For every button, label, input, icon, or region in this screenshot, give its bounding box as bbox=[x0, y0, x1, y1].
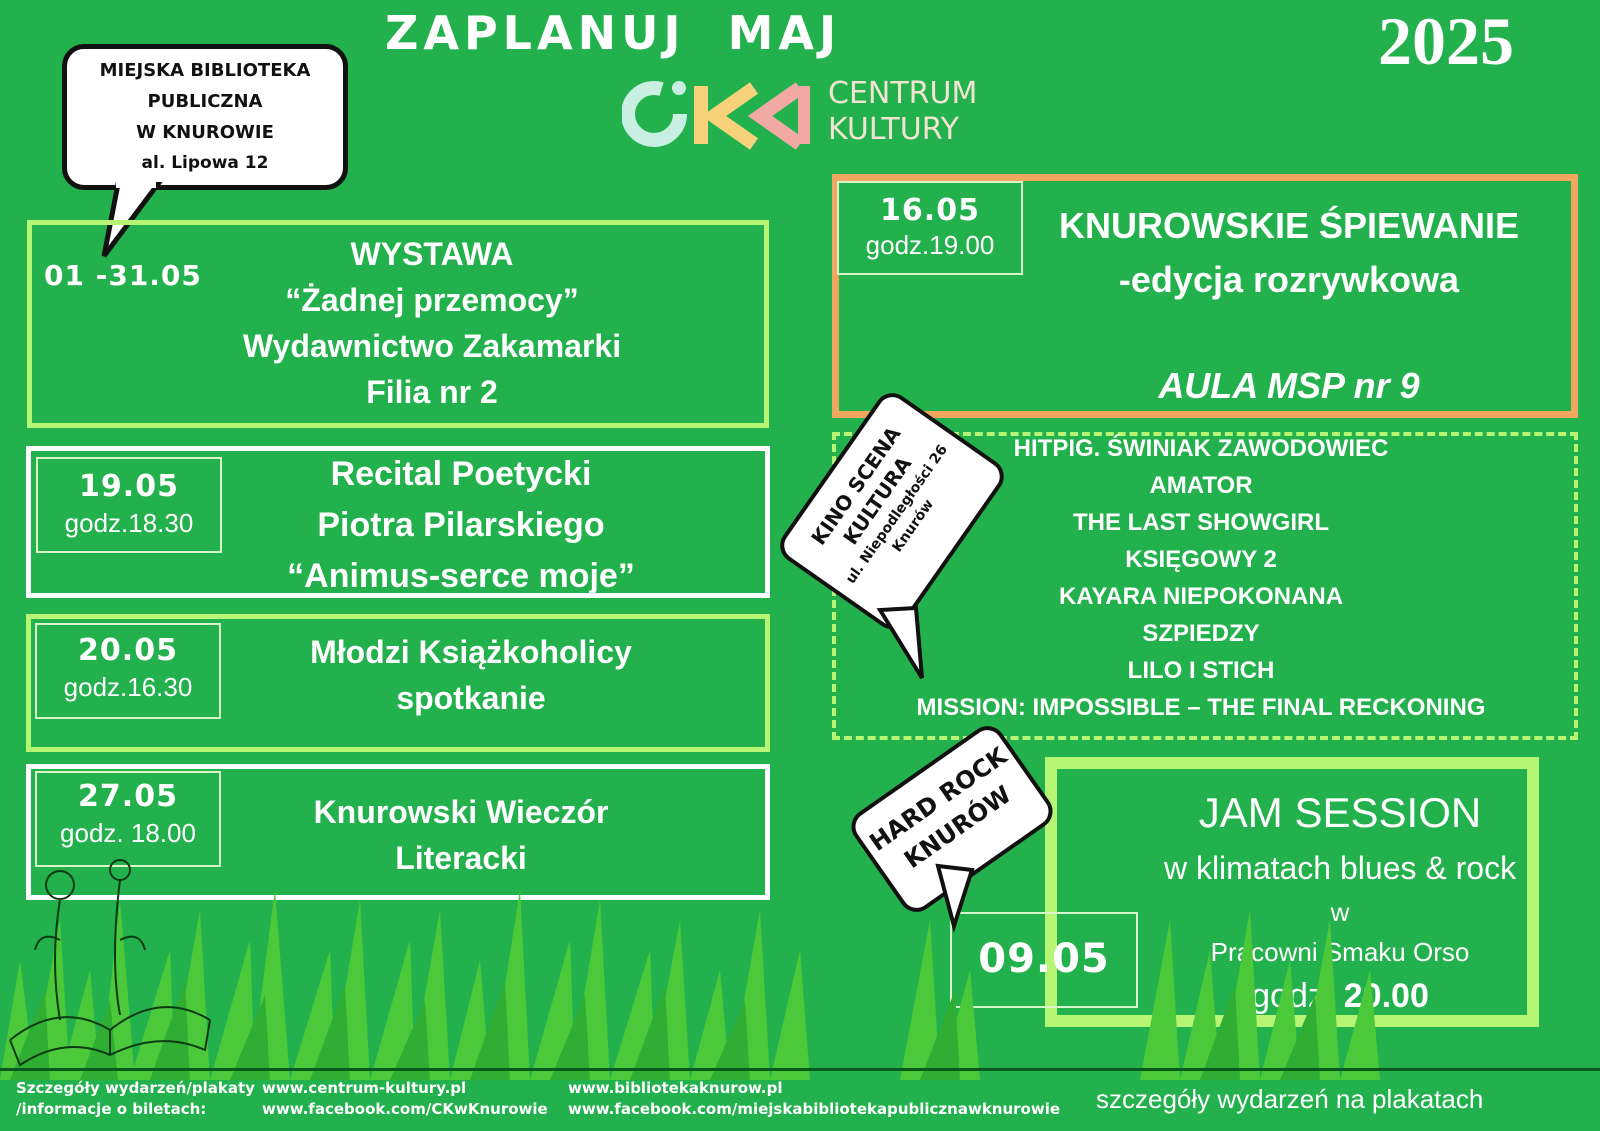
event-subtitle: -edycja rozrywkowa bbox=[1118, 259, 1460, 300]
event-place: AULA MSP nr 9 bbox=[1158, 365, 1420, 406]
film-title: THE LAST SHOWGIRL bbox=[1073, 509, 1329, 536]
ck-logo bbox=[622, 81, 810, 150]
event-description: Knurowski Wieczór Literacki bbox=[221, 789, 701, 881]
event-line: Młodzi Książkoholicy bbox=[310, 634, 632, 670]
event-description: Recital Poetycki Piotra Pilarskiego “Ani… bbox=[221, 449, 701, 602]
event-time: godz.19.00 bbox=[865, 230, 995, 260]
cinema-sign-tail bbox=[876, 605, 924, 680]
jam-subtitle: w klimatach blues & rock bbox=[1163, 850, 1517, 886]
jam-place: Pracowni Smaku Orso bbox=[1210, 937, 1470, 967]
event-singing: 16.05 godz.19.00 KNUROWSKIE ŚPIEWANIE -e… bbox=[832, 174, 1578, 418]
footer-ck-links: www.centrum-kultury.pl www.facebook.com/… bbox=[262, 1078, 548, 1120]
event-book-club: 20.05 godz.16.30 Młodzi Książkoholicy sp… bbox=[26, 614, 770, 752]
footer-label-line2: /informacje o biletach: bbox=[16, 1100, 207, 1118]
event-date-box: 27.05 godz. 18.00 bbox=[35, 771, 221, 867]
event-exhibition: 01 -31.05 WYSTAWA “Żadnej przemocy” Wyda… bbox=[27, 220, 769, 428]
logo-text: CENTRUM KULTURY bbox=[828, 76, 977, 148]
event-description: WYSTAWA “Żadnej przemocy” Wydawnictwo Za… bbox=[172, 231, 692, 415]
event-line: WYSTAWA bbox=[350, 236, 514, 272]
event-date-box: 20.05 godz.16.30 bbox=[35, 623, 221, 719]
event-line: spotkanie bbox=[396, 680, 546, 716]
footer-label-line1: Szczegóły wydarzeń/plakaty bbox=[16, 1079, 255, 1097]
event-date: 27.05 bbox=[78, 779, 178, 814]
jam-title: JAM SESSION bbox=[1198, 789, 1482, 836]
book-flower-drawing bbox=[9, 859, 211, 1067]
jam-time-value: 20.00 bbox=[1343, 977, 1429, 1015]
event-line: Recital Poetycki bbox=[330, 455, 592, 493]
library-bubble: MIEJSKA BIBLIOTEKA PUBLICZNA W KNUROWIE … bbox=[62, 44, 348, 190]
ck-website-link[interactable]: www.centrum-kultury.pl bbox=[262, 1079, 467, 1097]
jam-w: w bbox=[1330, 897, 1350, 927]
event-date: 01 -31.05 bbox=[44, 259, 202, 292]
poster-title: ZAPLANUJ MAJ bbox=[385, 6, 842, 60]
footer-note: szczegóły wydarzeń na plakatach bbox=[1096, 1084, 1484, 1114]
event-date-box: 19.05 godz.18.30 bbox=[36, 457, 222, 553]
film-title: AMATOR bbox=[1149, 472, 1253, 499]
event-line: “Żadnej przemocy” bbox=[285, 282, 579, 318]
event-date: 16.05 bbox=[880, 193, 980, 228]
event-title: KNUROWSKIE ŚPIEWANIE bbox=[1058, 205, 1520, 246]
library-address: al. Lipowa 12 bbox=[141, 153, 269, 173]
event-literary-evening: 27.05 godz. 18.00 Knurowski Wieczór Lite… bbox=[26, 764, 770, 900]
film-title: MISSION: IMPOSSIBLE – THE FINAL RECKONIN… bbox=[916, 694, 1486, 721]
library-website-link[interactable]: www.bibliotekaknurow.pl bbox=[568, 1079, 783, 1097]
film-title: LILO I STICH bbox=[1127, 657, 1275, 684]
event-line: Piotra Pilarskiego bbox=[317, 506, 605, 544]
film-title: KAYARA NIEPOKONANA bbox=[1058, 583, 1344, 610]
year-label: 2025 bbox=[1378, 3, 1514, 79]
event-line: Filia nr 2 bbox=[366, 374, 498, 410]
event-description: Młodzi Książkoholicy spotkanie bbox=[231, 629, 711, 721]
event-date: 19.05 bbox=[79, 469, 179, 504]
film-title: HITPIG. ŚWINIAK ZAWODOWIEC bbox=[1013, 435, 1389, 462]
event-recital: 19.05 godz.18.30 Recital Poetycki Piotra… bbox=[26, 446, 770, 598]
film-title: KSIĘGOWY 2 bbox=[1125, 546, 1277, 573]
library-facebook-link[interactable]: www.facebook.com/miejskabibliotekapublic… bbox=[568, 1100, 1061, 1118]
ck-facebook-link[interactable]: www.facebook.com/CKwKnurowie bbox=[262, 1100, 548, 1118]
cinema-film-list: HITPIG. ŚWINIAK ZAWODOWIEC AMATOR THE LA… bbox=[836, 430, 1566, 726]
event-line: “Animus-serce moje” bbox=[287, 557, 635, 595]
library-line1: MIEJSKA BIBLIOTEKA bbox=[99, 60, 311, 81]
hard-rock-sign-tail bbox=[935, 863, 975, 932]
footer-label: Szczegóły wydarzeń/plakaty /informacje o… bbox=[16, 1078, 255, 1120]
library-line2: PUBLICZNA bbox=[147, 91, 263, 112]
event-line: Knurowski Wieczór bbox=[313, 794, 609, 830]
grass-decoration bbox=[0, 890, 1380, 1080]
film-title: SZPIEDZY bbox=[1142, 620, 1260, 647]
jam-date: 09.05 bbox=[978, 936, 1110, 982]
jam-date-box: 09.05 bbox=[950, 912, 1138, 1008]
event-line: Literacki bbox=[395, 840, 527, 876]
event-time: godz.16.30 bbox=[63, 672, 193, 702]
event-date-box: 16.05 godz.19.00 bbox=[837, 181, 1023, 275]
logo-text-line2: KULTURY bbox=[828, 112, 959, 147]
footer-divider bbox=[0, 1068, 1600, 1071]
event-time: godz. 18.00 bbox=[60, 818, 196, 848]
event-line: Wydawnictwo Zakamarki bbox=[242, 328, 622, 364]
event-date: 20.05 bbox=[78, 633, 178, 668]
event-time: godz.18.30 bbox=[64, 508, 194, 538]
footer-library-links: www.bibliotekaknurow.pl www.facebook.com… bbox=[568, 1078, 1060, 1120]
library-line3: W KNUROWIE bbox=[136, 122, 274, 143]
logo-text-line1: CENTRUM bbox=[828, 76, 978, 111]
jam-session-text: JAM SESSION w klimatach blues & rock w P… bbox=[1110, 786, 1570, 1020]
